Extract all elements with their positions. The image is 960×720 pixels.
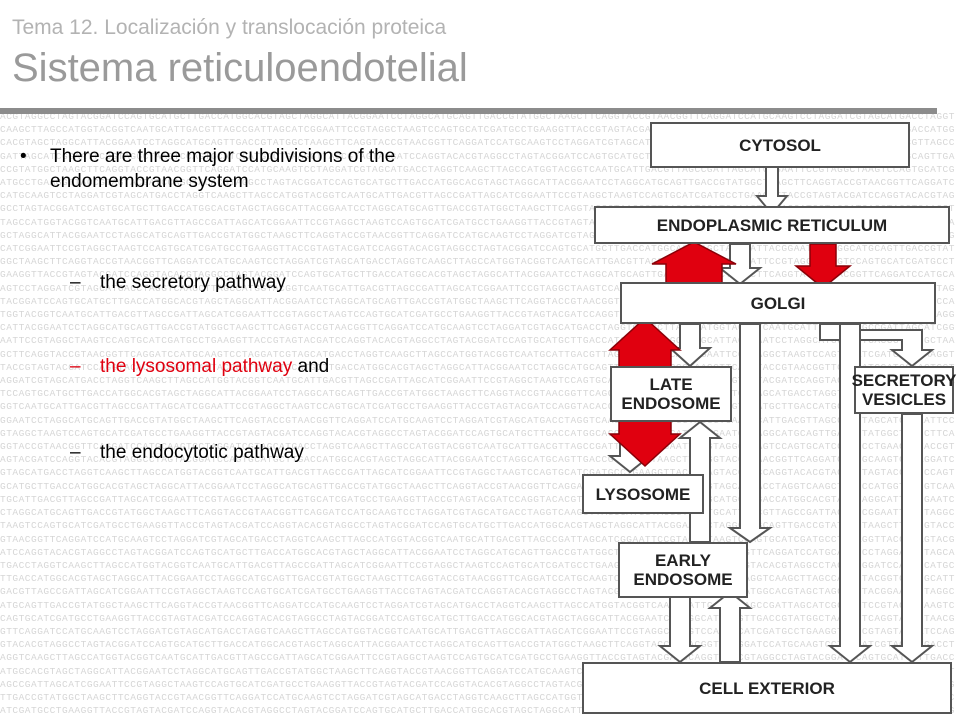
title-divider xyxy=(0,108,937,114)
arrow-golgi-to-late-endosome xyxy=(667,323,713,368)
box-early-endosome: EARLY ENDOSOME xyxy=(618,542,748,598)
slide-title: Sistema reticuloendotelial xyxy=(12,46,468,90)
slide-subtitle: Tema 12. Localización y translocación pr… xyxy=(12,16,447,39)
box-late-endosome-line1: LATE xyxy=(649,375,693,394)
box-lysosome-label: LYSOSOME xyxy=(595,484,691,504)
box-early-endosome-line2: ENDOSOME xyxy=(633,570,733,589)
sub-item-text: the secretory pathway xyxy=(100,272,286,293)
slide-content: • There are three major subdivisions of … xyxy=(20,144,500,194)
arrow-er-to-golgi xyxy=(717,243,763,286)
sub-item-text-highlighted: the lysosomal pathway xyxy=(100,356,293,377)
box-golgi-label: GOLGI xyxy=(750,293,806,313)
main-bullet-text: There are three major subdivisions of th… xyxy=(50,146,396,192)
arrow-secretory-vesicles-to-cell-exterior xyxy=(889,413,935,664)
arrow-cell-exterior-to-early-endosome xyxy=(707,590,753,663)
box-early-endosome-line1: EARLY xyxy=(654,551,712,570)
box-cell-exterior-label: CELL EXTERIOR xyxy=(699,678,835,698)
box-cytosol: CYTOSOL xyxy=(650,122,910,168)
dna-sequence-background: ACGTAGGCCTAGTACGGATCCAGTGCATGCTTGACCATGG… xyxy=(0,111,955,720)
arrow-early-endosome-cell-exterior xyxy=(657,591,703,664)
main-bullet: • There are three major subdivisions of … xyxy=(20,144,500,194)
sub-item-endocytotic: –the endocytotic pathway xyxy=(70,442,304,464)
box-endoplasmic-reticulum: ENDOPLASMIC RETICULUM xyxy=(594,206,950,244)
dash-icon: – xyxy=(70,442,81,463)
sub-item-lysosomal: –the lysosomal pathway and xyxy=(70,356,329,378)
box-late-endosome-line2: ENDOSOME xyxy=(621,394,721,413)
dash-icon: – xyxy=(70,272,81,293)
box-secretory-vesicles: SECRETORY VESICLES xyxy=(851,366,957,414)
red-arrow-golgi-to-er xyxy=(651,241,737,287)
box-cytosol-label: CYTOSOL xyxy=(739,135,821,155)
box-golgi: GOLGI xyxy=(620,282,936,324)
arrow-golgi-to-early-endosome xyxy=(726,323,774,544)
bullet-icon: • xyxy=(20,146,27,167)
endomembrane-diagram: CYTOSOL ENDOPLASMIC RETICULUM GOLGI LATE… xyxy=(570,118,960,720)
dash-icon: – xyxy=(70,356,81,377)
box-lysosome: LYSOSOME xyxy=(582,474,704,514)
sub-item-secretory: –the secretory pathway xyxy=(70,272,286,294)
box-cell-exterior: CELL EXTERIOR xyxy=(582,662,952,714)
box-er-label: ENDOPLASMIC RETICULUM xyxy=(656,215,888,235)
sub-item-text: the endocytotic pathway xyxy=(100,442,304,463)
red-arrow-er-to-golgi xyxy=(793,243,853,289)
box-late-endosome: LATE ENDOSOME xyxy=(610,366,732,422)
box-secretory-vesicles-line1: SECRETORY xyxy=(851,371,957,390)
sub-item-suffix: and xyxy=(292,356,330,377)
box-secretory-vesicles-line2: VESICLES xyxy=(861,390,947,409)
arrow-golgi-to-secretory-vesicles xyxy=(819,323,935,368)
